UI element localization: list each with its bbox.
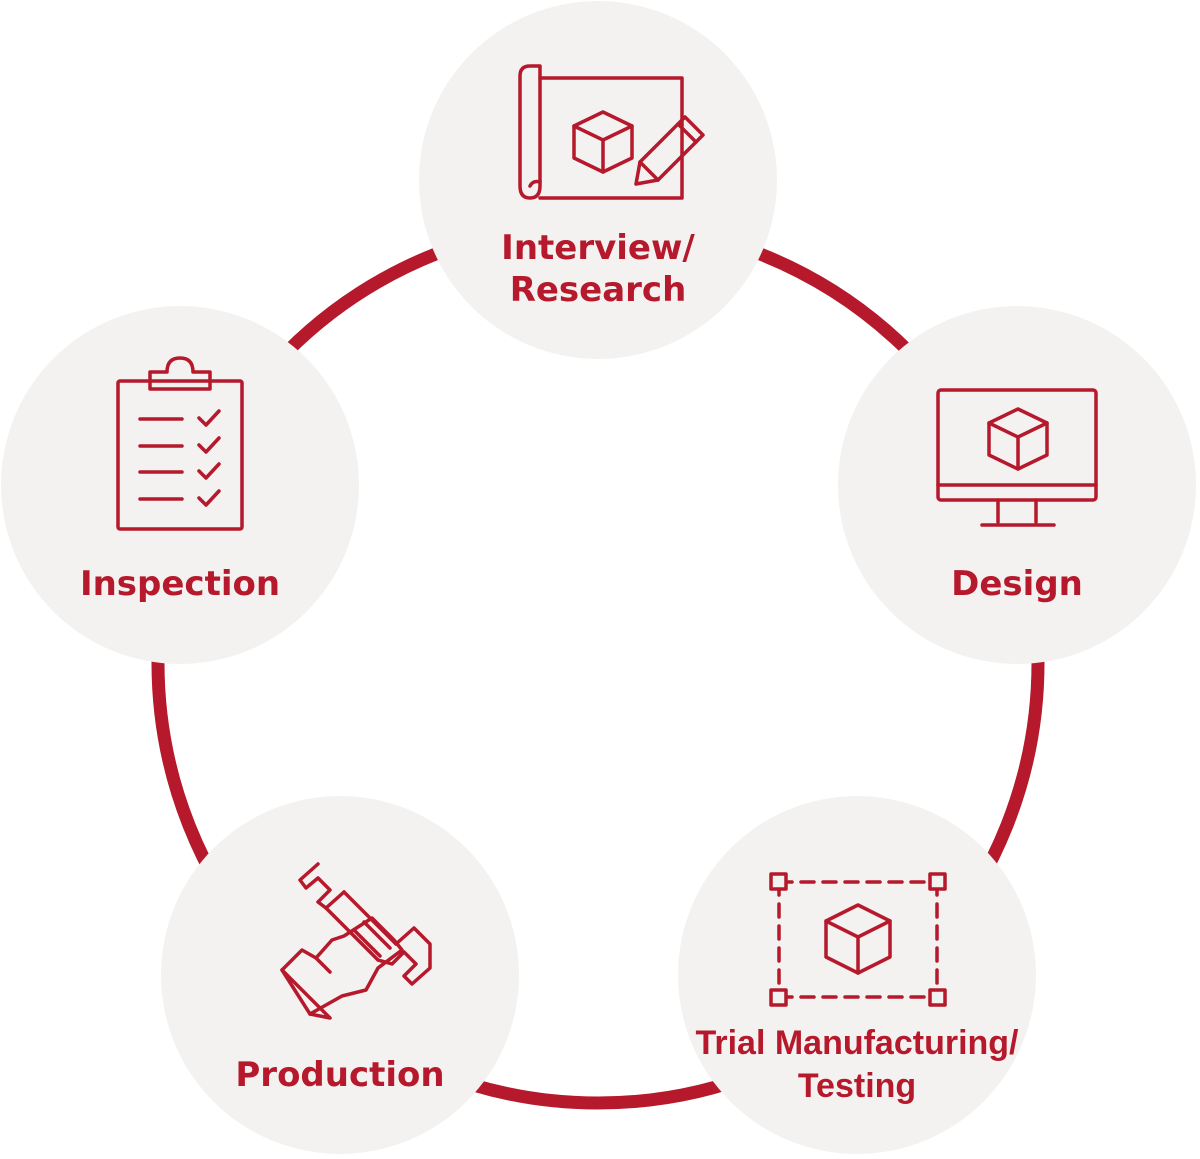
- hand-wrench-icon: [280, 862, 432, 1020]
- stage-label: Trial Manufacturing/: [695, 1024, 1019, 1062]
- stage-circle: [1, 306, 359, 664]
- stage-label: Design: [951, 564, 1083, 604]
- stage-circle: [161, 796, 519, 1154]
- stage-interview-research: Interview/ Research: [419, 1, 777, 359]
- clipboard-checklist-icon: [116, 356, 244, 531]
- stage-label: Testing: [798, 1067, 916, 1105]
- stage-label: Inspection: [80, 564, 280, 604]
- monitor-cube-icon: [936, 388, 1098, 527]
- stage-inspection: Inspection: [1, 306, 359, 664]
- selection-cube-icon: [769, 872, 947, 1007]
- stage-circle: [419, 1, 777, 359]
- stage-design: Design: [838, 306, 1196, 664]
- stage-label: Interview/: [501, 228, 695, 268]
- stage-label: Production: [235, 1055, 444, 1095]
- stage-label: Research: [510, 270, 687, 310]
- stage-production: Production: [161, 796, 519, 1154]
- stage-trial-manufacturing-testing: Trial Manufacturing/ Testing: [678, 796, 1036, 1154]
- blueprint-pencil-icon: [518, 64, 705, 200]
